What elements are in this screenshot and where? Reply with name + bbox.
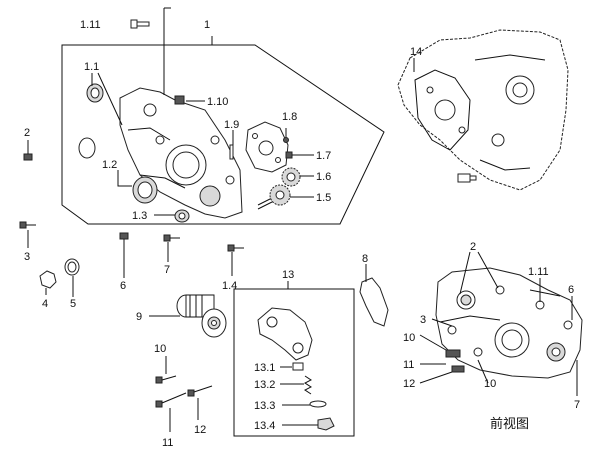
label-3-right: 3 [420, 314, 426, 326]
label-5: 5 [70, 298, 76, 310]
screw-1-8 [283, 128, 289, 143]
label-1-2: 1.2 [102, 159, 117, 171]
label-9: 9 [136, 311, 142, 323]
ring-5 [64, 258, 80, 276]
label-1-5: 1.5 [316, 192, 331, 204]
bolt-11-left [155, 392, 187, 408]
label-7-right: 7 [574, 399, 580, 411]
label-1-4: 1.4 [222, 280, 237, 292]
callout-labels: 1.11 1 1.1 1.10 1.9 1.8 1.7 1.6 1.5 1.2 … [24, 19, 580, 449]
label-2-left: 2 [24, 127, 30, 139]
label-1-7: 1.7 [316, 150, 331, 162]
bolt-12-left [187, 385, 213, 397]
timing-cover [119, 87, 243, 219]
label-6-right: 6 [568, 284, 574, 296]
label-13-2: 13.2 [254, 379, 275, 391]
label-12-left: 12 [194, 424, 206, 436]
label-1-9: 1.9 [224, 119, 239, 131]
engine-block-14 [397, 29, 569, 191]
label-11-right: 11 [403, 359, 414, 371]
pin-1-9 [229, 144, 234, 160]
leader-lines [27, 58, 578, 432]
label-13: 13 [282, 269, 294, 281]
label-1: 1 [204, 19, 210, 31]
gear-1-6 [281, 167, 301, 187]
label-1-11-right: 1.11 [528, 266, 549, 278]
bolt-3-left [19, 221, 36, 229]
relief-housing-13 [257, 307, 313, 361]
label-10-left: 10 [154, 343, 166, 355]
label-1-1: 1.1 [84, 61, 99, 73]
gasket-8 [359, 277, 389, 327]
front-view-caption: 前视图 [490, 416, 529, 432]
bolt-1-4 [227, 244, 244, 252]
spring-13-2 [304, 375, 312, 395]
fitting [457, 173, 477, 183]
bolt-1-11-top [130, 19, 150, 29]
label-10-right-b: 10 [484, 378, 496, 390]
washer-13-3 [309, 400, 327, 408]
plug-1-10 [174, 95, 185, 105]
label-1-8: 1.8 [282, 111, 297, 123]
label-12-right: 12 [403, 378, 415, 390]
label-1-6: 1.6 [316, 171, 331, 183]
label-4: 4 [42, 298, 48, 310]
front-view-assembly [435, 267, 583, 379]
label-3-left: 3 [24, 251, 30, 263]
ring-1-3 [174, 209, 190, 223]
label-1-10: 1.10 [207, 96, 228, 108]
piston-13-1 [292, 362, 304, 371]
group-1-outline [61, 36, 385, 225]
label-13-3: 13.3 [254, 400, 275, 412]
oil-filter-9 [176, 294, 227, 338]
oring-left [78, 137, 96, 159]
pump-cover [245, 121, 289, 173]
bolt-10-left [155, 375, 177, 384]
label-14: 14 [410, 46, 422, 58]
seal-1-1 [86, 83, 104, 103]
label-11-left: 11 [162, 437, 173, 449]
label-6-left: 6 [120, 280, 126, 292]
label-13-4: 13.4 [254, 420, 275, 432]
gear-1-5 [257, 184, 291, 210]
label-13-1: 13.1 [254, 362, 275, 374]
group-13-box [233, 288, 355, 437]
plug-13-4 [317, 417, 335, 431]
bolt-6-left [119, 232, 129, 252]
label-10-right-a: 10 [403, 332, 415, 344]
bolt-2-left [23, 144, 33, 161]
label-1-11-top: 1.11 [80, 19, 101, 31]
label-7-left: 7 [164, 264, 170, 276]
seal-1-2 [132, 176, 158, 204]
label-2-right: 2 [470, 241, 476, 253]
bolt-7-left [163, 234, 180, 242]
washer-4 [39, 270, 57, 289]
label-8: 8 [362, 253, 368, 265]
label-1-3: 1.3 [132, 210, 147, 222]
